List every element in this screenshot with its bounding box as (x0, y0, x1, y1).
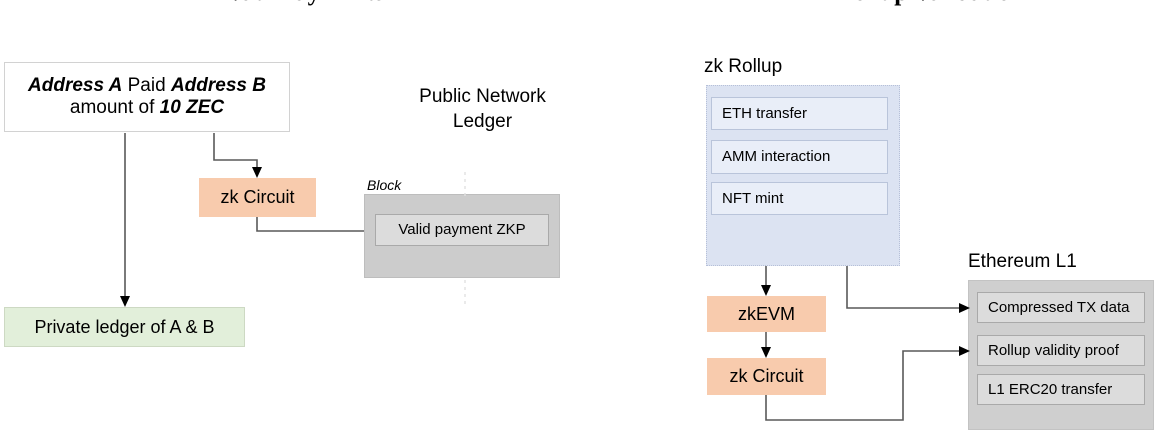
block-item-valid-payment-zkp: Valid payment ZKP (375, 214, 549, 246)
right-panel-title: Rollup Validation (700, 0, 1160, 5)
zk-rollup-label: zk Rollup (704, 56, 783, 77)
l1-item-rollup-validity-proof: Rollup validity proof (977, 335, 1145, 366)
rollup-item-nft-mint: NFT mint (711, 182, 888, 215)
private-ledger-box: Private ledger of A & B (4, 307, 245, 347)
zkevm-box: zkEVM (707, 296, 826, 332)
payment-statement-box: Address A Paid Address B amount of 10 ZE… (4, 62, 290, 132)
l1-item-compressed-tx-data: Compressed TX data (977, 292, 1145, 323)
payment-statement-line1: Address A Paid Address B (28, 75, 266, 97)
rollup-item-eth-transfer: ETH transfer (711, 97, 888, 130)
arrowhead-right-zk-circuit (761, 347, 771, 358)
public-network-ledger-line1: Public Network (419, 86, 546, 107)
payment-statement-line2: amount of 10 ZEC (70, 97, 224, 119)
l1-item-l1-erc20-transfer: L1 ERC20 transfer (977, 374, 1145, 405)
left-zk-circuit-box: zk Circuit (199, 178, 316, 217)
public-network-ledger-title: Public Network Ledger (380, 85, 585, 134)
wire-rollup-to-compressed-tx (846, 266, 963, 309)
address-a-label: Address A (28, 75, 123, 97)
address-b-label: Address B (170, 75, 266, 97)
amount-value: 10 ZEC (159, 97, 225, 118)
arrowhead-left-zk-circuit (252, 167, 262, 178)
public-network-ledger-line2: Ledger (452, 110, 513, 132)
left-panel-title: Private Payments (60, 0, 520, 5)
wire-statement-to-zk-circuit (213, 133, 258, 171)
arrowhead-zkevm (761, 285, 771, 296)
ethereum-l1-label: Ethereum L1 (968, 251, 1077, 272)
amount-of-word: amount of (69, 97, 160, 118)
block-label: Block (367, 177, 402, 193)
arrowhead-private-ledger (120, 296, 130, 307)
rollup-item-amm-interaction: AMM interaction (711, 140, 888, 174)
paid-word: Paid (122, 75, 171, 97)
wire-zk-circuit-to-block (256, 217, 364, 232)
right-zk-circuit-box: zk Circuit (707, 358, 826, 395)
